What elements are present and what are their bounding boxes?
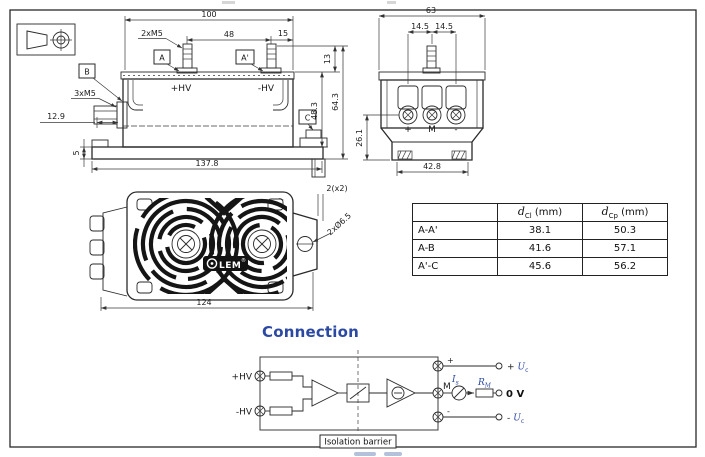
svg-text:C: C [305, 114, 311, 123]
label-2xM5: 2xM5 [141, 29, 163, 38]
dim-2x2: 2(x2) [326, 184, 347, 193]
dim-48: 48 [224, 30, 234, 39]
dim-64-3: 64.3 [331, 93, 340, 111]
isolation-barrier-label: Isolation barrier [324, 438, 392, 448]
connection-schematic: +HV -HV [232, 350, 528, 449]
connection-heading: Connection [262, 323, 360, 341]
terminal-minus-label: - [447, 407, 450, 416]
table-row: A'-C 45.6 56.2 [412, 257, 668, 276]
side-view: + M - 63 14.5 14.5 26.1 42.8 [355, 6, 486, 176]
output-label-plus-uc: +Uc [507, 363, 528, 375]
section-label-b: B [78, 63, 123, 102]
cropped-top-text [387, 1, 396, 4]
output-pin-minus-uc [495, 413, 503, 421]
mounting-boss-left [171, 229, 201, 259]
dim-124: 124 [196, 298, 211, 307]
isolation-barrier-box [319, 434, 397, 449]
side-terminal-plus: + [404, 125, 412, 135]
dim-5: 5 [72, 150, 81, 155]
dim-2xd6-5: 2xØ6.5 [325, 210, 353, 237]
dim-63: 63 [426, 6, 436, 15]
section-label-c: C [298, 109, 317, 131]
svg-text:A: A [159, 54, 165, 63]
output-label-minus-uc: -Uc [507, 414, 524, 426]
lem-logo: LEM ® [203, 256, 248, 271]
terminal-m-label: M [443, 382, 451, 392]
distance-table: dCl (mm) dCp (mm) A-A' 38.1 50.3 A-B 41.… [412, 203, 668, 276]
dim-12-9: 12.9 [47, 112, 65, 121]
mounting-boss-right [247, 229, 277, 259]
side-terminal-minus: - [454, 125, 457, 135]
input-resistor-pos [269, 371, 293, 381]
dim-14-5-right: 14.5 [435, 22, 453, 31]
table-corner-cell [412, 203, 498, 222]
dim-13: 13 [323, 54, 332, 64]
resistor-label: RM [477, 378, 492, 390]
front-terminal-pos-label: +HV [171, 84, 192, 94]
amplifier-icon [311, 379, 340, 407]
input-resistor-neg [269, 406, 293, 416]
svg-text:B: B [84, 68, 90, 77]
dim-48-3: 48.3 [310, 102, 319, 120]
label-3xM5: 3xM5 [74, 89, 96, 98]
front-view: +HV -HV 100 48 15 2xM5 A [40, 10, 348, 178]
footer-cropped-text [384, 452, 402, 456]
front-terminal-neg-label: -HV [258, 84, 275, 94]
section-label-a-prime: A' [235, 49, 264, 72]
dim-26-1: 26.1 [355, 129, 364, 147]
dim-100: 100 [201, 10, 216, 19]
side-terminal-m: M [428, 125, 436, 135]
lem-logo-reg: ® [241, 257, 246, 264]
output-stage-icon [386, 378, 417, 408]
table-header-dcl: dCl (mm) [497, 203, 583, 222]
dim-14-5-left: 14.5 [411, 22, 429, 31]
cropped-top-text [222, 1, 235, 4]
table-row: A-B 41.6 57.1 [412, 239, 668, 258]
label-minus-hv: -HV [236, 408, 253, 418]
dim-42-8: 42.8 [423, 162, 441, 171]
dim-137-8: 137.8 [196, 159, 219, 168]
output-label-0v: 0 V [506, 389, 524, 400]
output-pin-0v [495, 389, 503, 397]
bottom-view: LEM ® 124 2(x2) 2xØ6.5 [89, 184, 353, 311]
output-pin-plus-uc [495, 362, 503, 370]
terminal-plus-label: + [447, 356, 454, 365]
section-label-a: A [153, 49, 180, 72]
table-header-dcp: dCp (mm) [582, 203, 668, 222]
table-row: A-A' 38.1 50.3 [412, 221, 668, 240]
measuring-resistor-icon [475, 388, 494, 398]
footer-cropped-text [354, 452, 376, 456]
svg-text:A': A' [241, 54, 249, 63]
projection-symbol-icon [16, 23, 76, 56]
current-label: Is [451, 375, 459, 387]
terminal-screws [398, 105, 466, 125]
label-plus-hv: +HV [232, 373, 253, 383]
dim-15: 15 [278, 29, 288, 38]
lem-logo-text: LEM [219, 261, 241, 271]
